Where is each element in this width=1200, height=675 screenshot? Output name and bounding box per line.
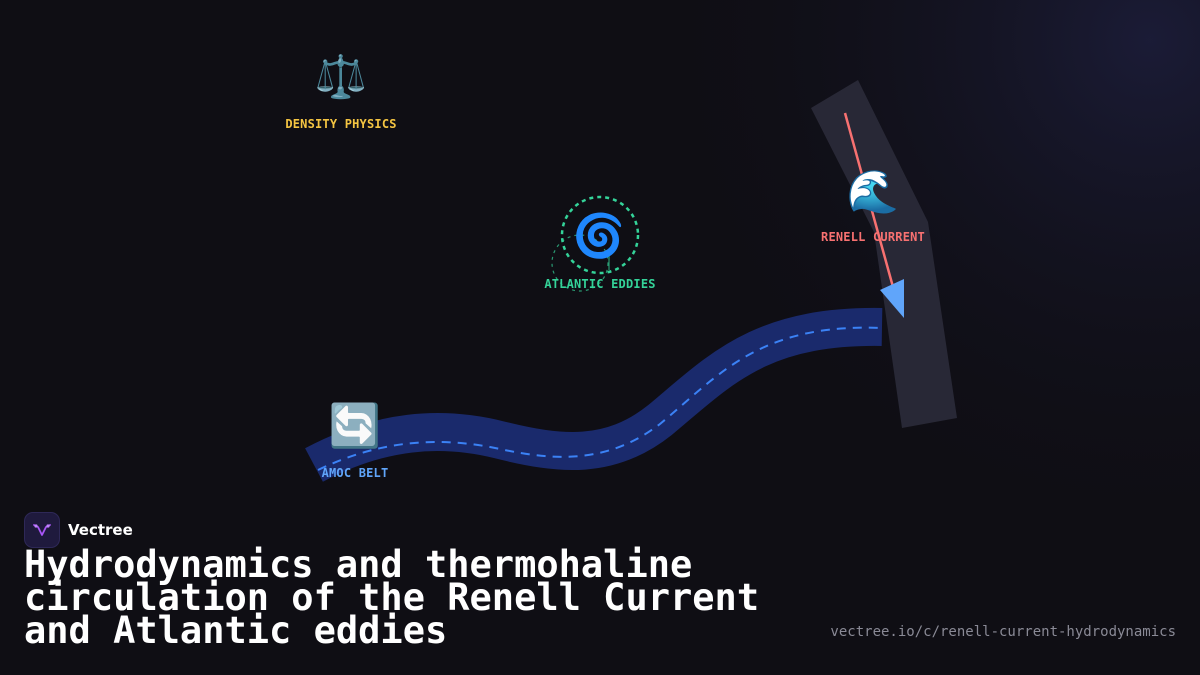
page-title: Hydrodynamics and thermohaline circulati… (24, 543, 760, 652)
brand-name: Vectree (68, 521, 133, 539)
amoc-belt-flow-line (317, 326, 883, 471)
density-physics-label: DENSITY PHYSICS (285, 117, 397, 131)
eddy-ring-large (560, 195, 640, 275)
amoc-belt-path (305, 307, 883, 482)
source-url: vectree.io/c/renell-current-hydrodynamic… (830, 624, 1176, 640)
wave-icon: 🌊 (846, 167, 900, 216)
renell-current-arrowhead (880, 279, 904, 318)
vectree-logo-mark (33, 524, 51, 536)
amoc-belt-label: AMOC BELT (321, 466, 389, 480)
renell-current-line (843, 112, 895, 288)
vectree-logo-icon (24, 512, 60, 548)
cyclone-icon: 🌀 (572, 211, 626, 260)
atlantic-eddies-label: ATLANTIC EDDIES (544, 277, 656, 291)
eddy-ring-small (551, 234, 609, 292)
balance-scale-icon: ⚖️ (314, 52, 368, 101)
cycle-arrows-icon: 🔄 (328, 401, 382, 450)
brand: Vectree (24, 512, 133, 548)
renell-current-label: RENELL CURRENT (821, 230, 925, 244)
